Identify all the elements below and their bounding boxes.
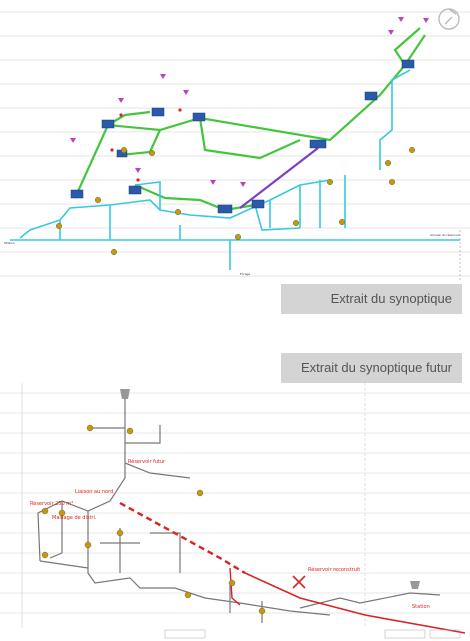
circular-arrow-logo-icon [438, 8, 460, 30]
red-branch-pipe [229, 567, 241, 606]
annotation-reservoir-futur: Réservoir futur [128, 458, 166, 465]
red-main-pipe [244, 572, 466, 634]
red-dashed-pipe [119, 501, 246, 575]
pump-station-icons-future [41, 424, 266, 615]
synoptic-current-panel: Station Arrivée du réservoir Forage [0, 0, 470, 282]
gray-pipes [37, 395, 441, 623]
extrait-synoptique-futur-button[interactable]: Extrait du synoptique futur [281, 353, 462, 383]
annotation-reservoir-250: Réservoir 250 m³ [30, 500, 73, 507]
arrival-label: Arrivée du réservoir [430, 233, 461, 237]
annotation-reservoir-reconstruit: Réservoir reconstruit [308, 566, 360, 573]
red-markers [110, 108, 182, 182]
legend-box-right [384, 629, 426, 639]
legend-box-far-right [429, 629, 461, 639]
cyan-pipes [10, 69, 460, 270]
legend-box-left [164, 629, 206, 639]
synoptic-current-diagram: Station Arrivée du réservoir Forage [0, 11, 470, 282]
annotation-liaison-nord: Liaison au nord [75, 489, 113, 495]
antenna-icons [70, 17, 429, 187]
grid-lines-future [0, 383, 470, 628]
forage-label: Forage [240, 272, 250, 276]
tower-icon-right [410, 581, 420, 589]
cross-mark-icon [292, 575, 306, 589]
green-pipes [73, 27, 426, 212]
synoptic-future-panel: Réservoir futur Réservoir 250 m³ Liaison… [0, 383, 470, 641]
extrait-synoptique-button[interactable]: Extrait du synoptique [281, 284, 462, 314]
grid-lines [0, 11, 470, 277]
reservoir-box-icons [70, 59, 415, 214]
synoptic-future-diagram: Réservoir futur Réservoir 250 m³ Liaison… [0, 383, 470, 639]
purple-pipe [239, 147, 319, 209]
station-label: Station [4, 241, 15, 245]
annotation-station: Station [412, 604, 430, 610]
annotation-maillage: Maillage de distri. [52, 515, 97, 521]
pump-station-icons [56, 146, 416, 255]
tower-icon [120, 389, 130, 399]
